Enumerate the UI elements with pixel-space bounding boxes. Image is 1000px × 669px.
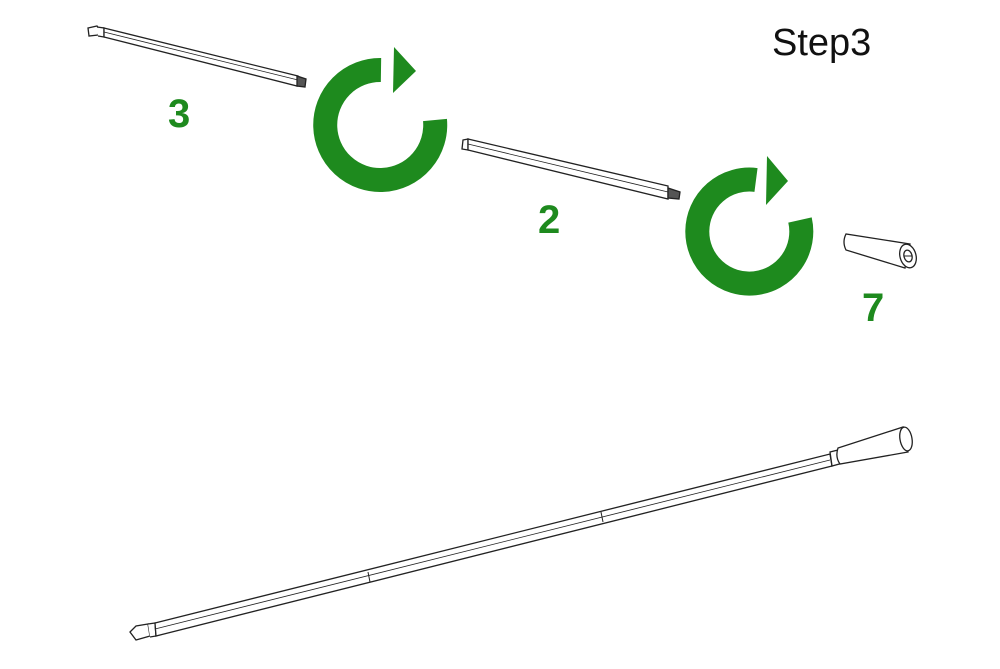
part-number-7: 7 xyxy=(862,286,885,330)
assembled-pole xyxy=(129,426,913,641)
part-number-2: 2 xyxy=(538,198,561,242)
handle-grip-7 xyxy=(843,233,917,269)
rod-segment-3 xyxy=(87,25,307,88)
rotate-clockwise-icon xyxy=(685,156,814,296)
step-title: Step3 xyxy=(772,22,872,64)
part-number-3: 3 xyxy=(168,92,191,136)
rod-segment-2 xyxy=(461,138,681,200)
rotate-clockwise-icon xyxy=(313,47,448,192)
